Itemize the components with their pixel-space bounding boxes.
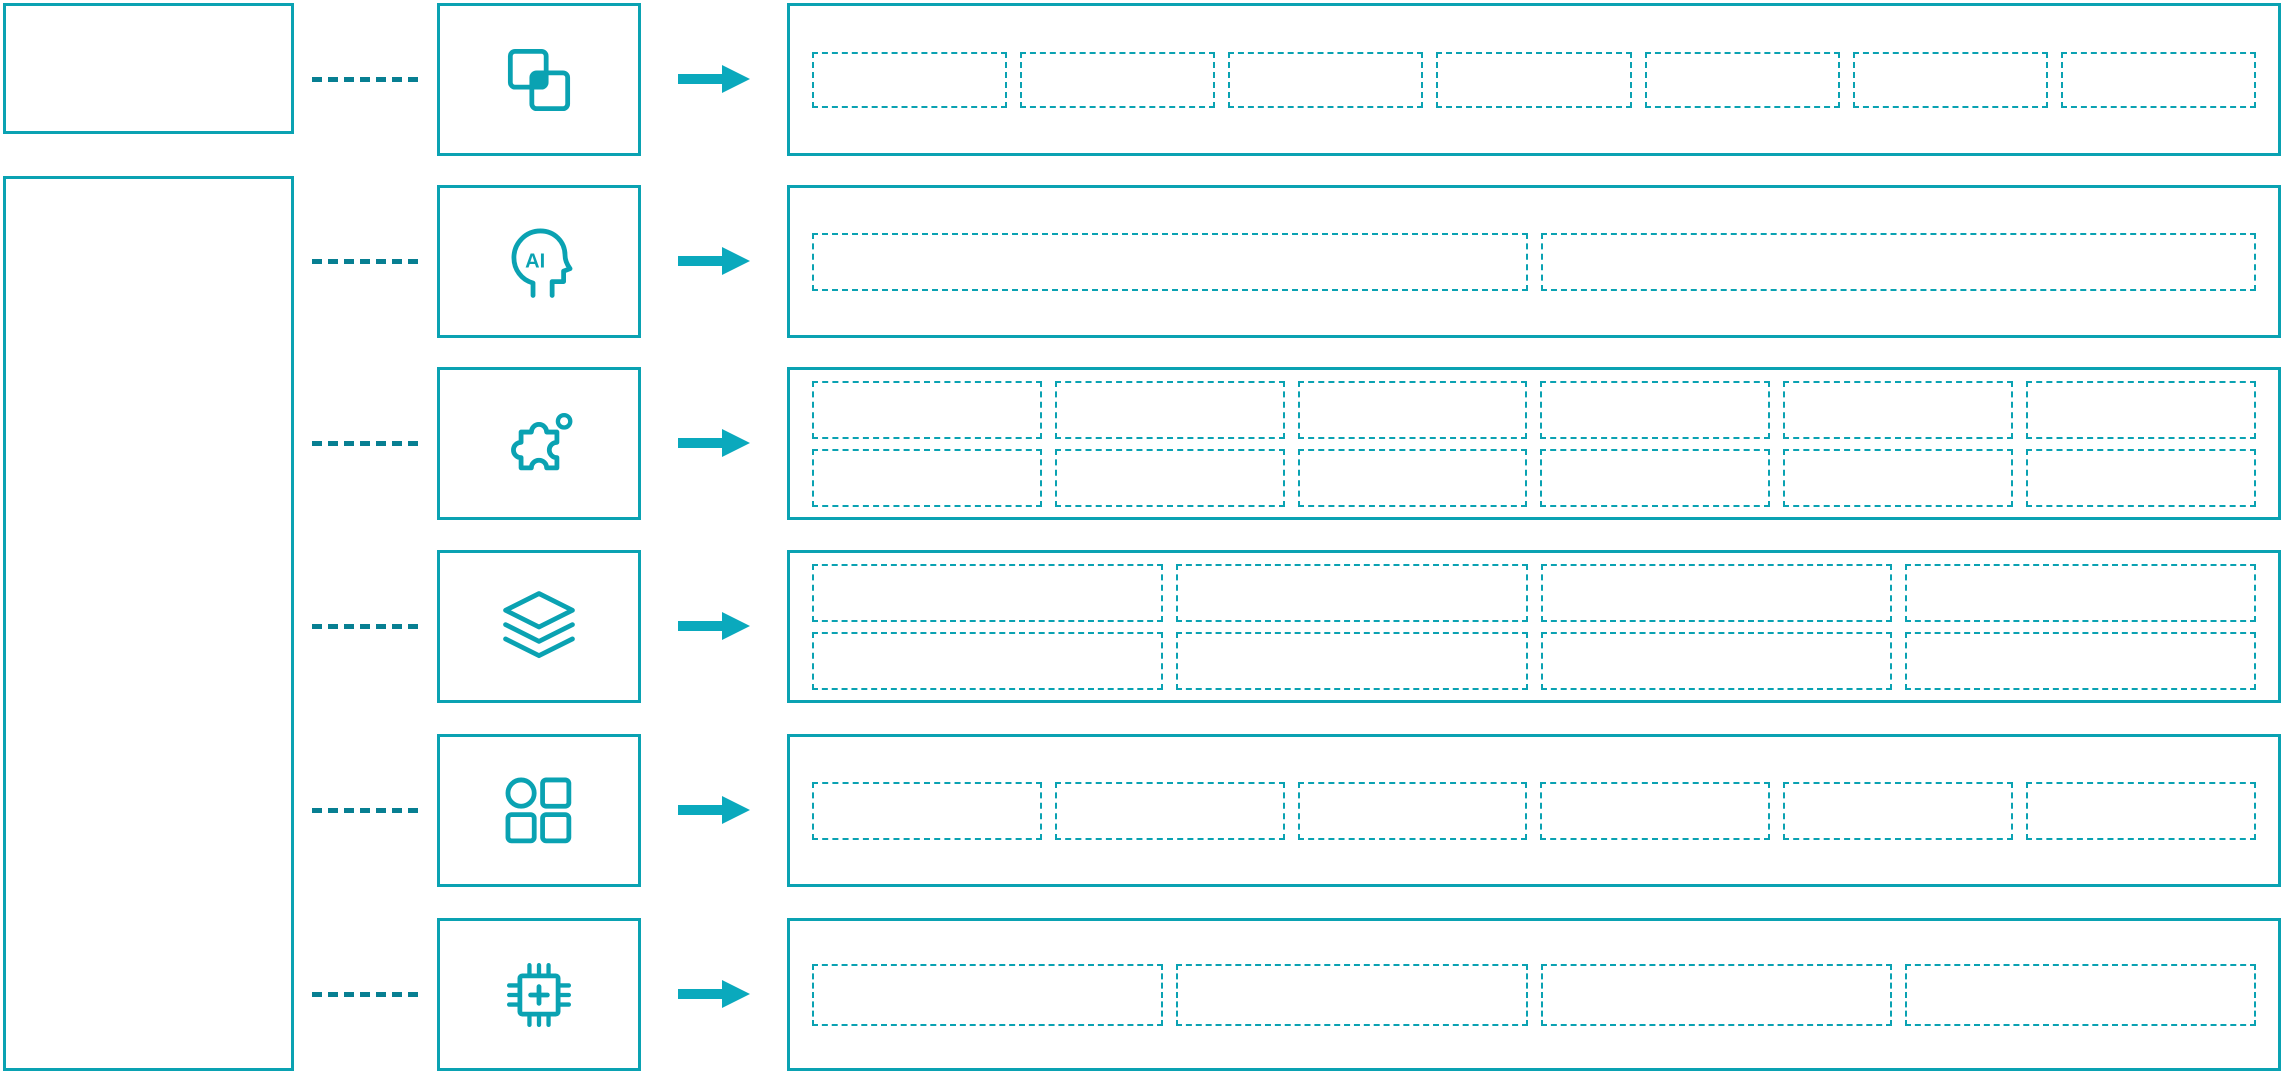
placeholder-field [1904,963,2256,1026]
placeholder-field [1904,563,2256,622]
ai-head-icon: AI [511,228,573,298]
dashed-connector [312,992,418,997]
content-box-3 [787,367,2281,520]
placeholder-field [1852,51,2048,108]
placeholder-field [812,563,1164,622]
dashed-connector [312,624,418,629]
placeholder-field [2026,781,2256,840]
icon-box-5 [437,734,641,887]
placeholder-field [1540,963,1892,1026]
placeholder-field [1436,51,1632,108]
placeholder-field [1783,380,2014,439]
flow-row-2: AI [0,185,2284,338]
placeholder-field [1904,631,2256,690]
placeholder-field [1176,631,1528,690]
placeholder-field [2060,51,2256,108]
flow-row-5 [0,734,2284,887]
placeholder-field [812,781,1042,840]
placeholder-field [1297,380,1528,439]
placeholder-field [1176,963,1528,1026]
icon-box-3 [437,367,641,520]
dashed-connector [312,77,418,82]
chip-plus-icon [506,962,572,1027]
placeholder-field [1540,631,1892,690]
placeholder-field [812,963,1164,1026]
icon-box-1 [437,3,641,156]
dashed-connector [312,808,418,813]
placeholder-field [1540,448,1771,507]
arrow-right-icon [678,429,750,457]
flow-row-1 [0,3,2284,156]
placeholder-field [1054,448,1285,507]
placeholder-field [1020,51,1216,108]
arrow-right-icon [678,796,750,824]
arrow-right-icon [678,612,750,640]
placeholder-field [1540,380,1771,439]
arrow-right-icon [678,980,750,1008]
placeholder-field [2026,380,2256,439]
placeholder-field [812,232,1528,291]
placeholder-field [1176,563,1528,622]
left-main-box [3,176,294,1071]
placeholder-field [2026,448,2256,507]
placeholder-field [1054,781,1285,840]
placeholder-field [812,631,1164,690]
arrow-right-icon [678,65,750,93]
placeholder-field [812,448,1042,507]
icon-box-2: AI [437,185,641,338]
placeholder-field [1540,781,1771,840]
placeholder-field [1644,51,1840,108]
app-grid-icon [505,777,572,843]
layers-icon [503,590,575,658]
content-box-2 [787,185,2281,338]
content-box-5 [787,734,2281,887]
icon-box-4 [437,550,641,703]
placeholder-field [1540,563,1892,622]
content-box-1 [787,3,2281,156]
puzzle-piece-icon [511,412,573,470]
placeholder-field [1228,51,1424,108]
placeholder-field [812,380,1042,439]
content-box-4 [787,550,2281,703]
placeholder-field [1054,380,1285,439]
icon-box-6 [437,918,641,1071]
content-box-6 [787,918,2281,1071]
ai-icon-label: AI [525,250,545,272]
placeholder-field [1783,448,2014,507]
flow-row-3 [0,367,2284,520]
arrow-right-icon [678,247,750,275]
flow-row-4 [0,550,2284,703]
left-top-box [3,3,294,134]
placeholder-field [1297,781,1528,840]
placeholder-field [1297,448,1528,507]
dashed-connector [312,259,418,264]
overlapping-squares-icon [507,48,571,111]
placeholder-field [1540,232,2256,291]
flow-row-6 [0,918,2284,1071]
dashed-connector [312,441,418,446]
placeholder-field [812,51,1008,108]
placeholder-field [1783,781,2014,840]
